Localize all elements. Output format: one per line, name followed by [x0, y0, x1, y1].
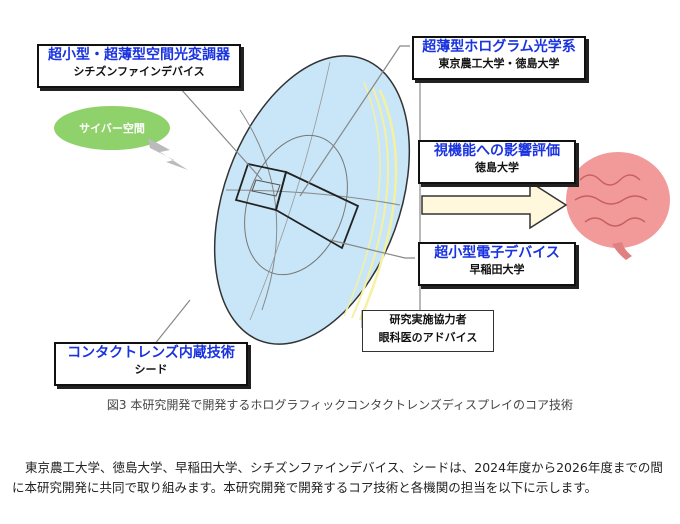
hologram-title: 超薄型ホログラム光学系	[422, 39, 576, 55]
lens-org: シード	[134, 362, 168, 376]
device-org: 早稲田大学	[469, 262, 525, 276]
advisor-line1: 研究実施協力者	[389, 313, 467, 326]
vision-title: 視機能への影響評価	[434, 143, 560, 159]
advisor-box: 研究実施協力者 眼科医のアドバイス	[362, 310, 494, 352]
cyber-space-bubble: サイバー空間	[54, 106, 170, 150]
hologram-box: 超薄型ホログラム光学系 東京農工大学・徳島大学	[412, 36, 586, 80]
slm-box: 超小型・超薄型空間光変調器 シチズンファインデバイス	[37, 44, 241, 88]
cyber-space-label: サイバー空間	[79, 121, 145, 135]
advisor-line2: 眼科医のアドバイス	[378, 330, 478, 344]
core-tech-diagram: サイバー空間	[54, 45, 670, 351]
figure-caption: 図3 本研究開発で開発するホログラフィックコンタクトレンズディスプレイのコア技術	[106, 398, 574, 412]
slm-org: シチズンファインデバイス	[73, 64, 205, 78]
lens-box: コンタクトレンズ内蔵技術 シード	[54, 342, 248, 386]
arrow-right-icon	[421, 180, 568, 230]
vision-org: 徳島大学	[475, 160, 519, 174]
hologram-org: 東京農工大学・徳島大学	[438, 56, 560, 70]
vision-box: 視機能への影響評価 徳島大学	[418, 140, 576, 184]
device-title: 超小型電子デバイス	[434, 245, 560, 261]
contact-lens	[213, 55, 411, 345]
body-paragraph: 東京農工大学、徳島大学、早稲田大学、シチズンファインデバイス、シードは、2024…	[12, 460, 663, 495]
lightning-icon	[148, 138, 188, 170]
lens-title: コンタクトレンズ内蔵技術	[67, 345, 235, 361]
device-box: 超小型電子デバイス 早稲田大学	[418, 242, 576, 286]
slm-title: 超小型・超薄型空間光変調器	[48, 47, 230, 63]
brain-icon	[566, 152, 670, 260]
